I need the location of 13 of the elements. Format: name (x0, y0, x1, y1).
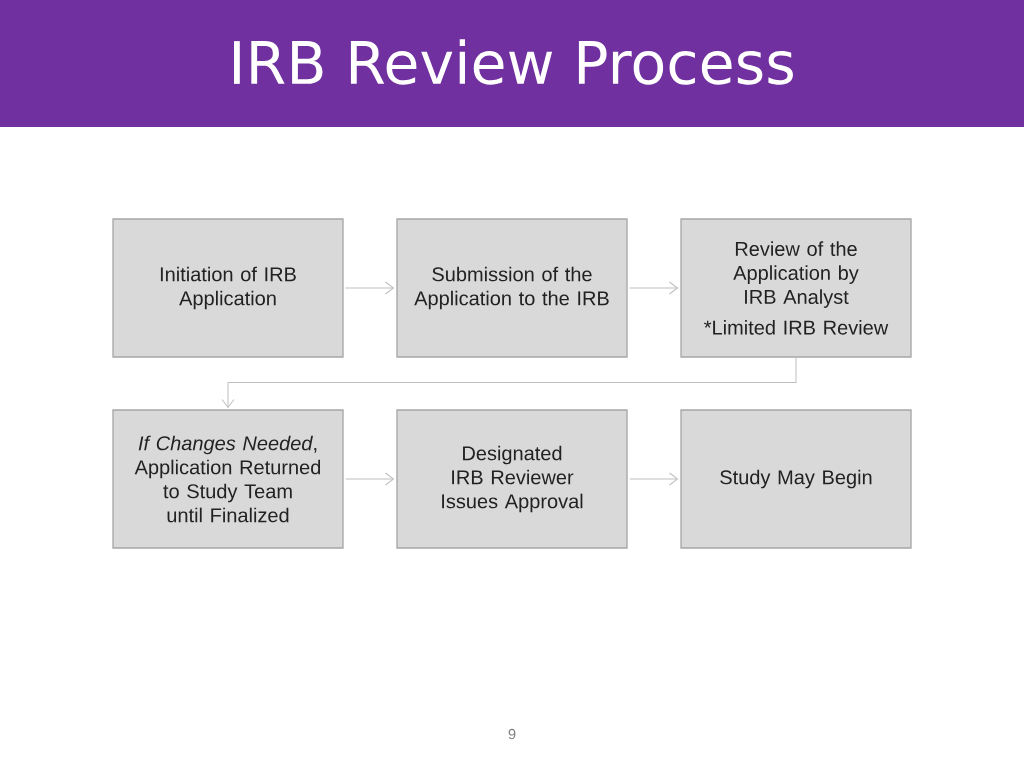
process-box: Study May Begin (680, 409, 912, 549)
process-box: Initiation of IRB Application (112, 218, 344, 358)
arrow (629, 281, 678, 295)
process-box: If Changes Needed, Application Returned to Study Team until Finalized (112, 409, 344, 549)
arrow (345, 472, 394, 486)
title-banner: IRB Review Process (0, 0, 1024, 127)
process-box: Review of the Application by IRB Analyst *Limited IRB Review (680, 218, 912, 358)
arrow (221, 357, 797, 408)
process-box: Submission of the Application to the IRB (396, 218, 628, 358)
process-box: Designated IRB Reviewer Issues Approval (396, 409, 628, 549)
page-number: 9 (508, 728, 516, 740)
arrow (345, 281, 394, 295)
arrow (629, 472, 678, 486)
